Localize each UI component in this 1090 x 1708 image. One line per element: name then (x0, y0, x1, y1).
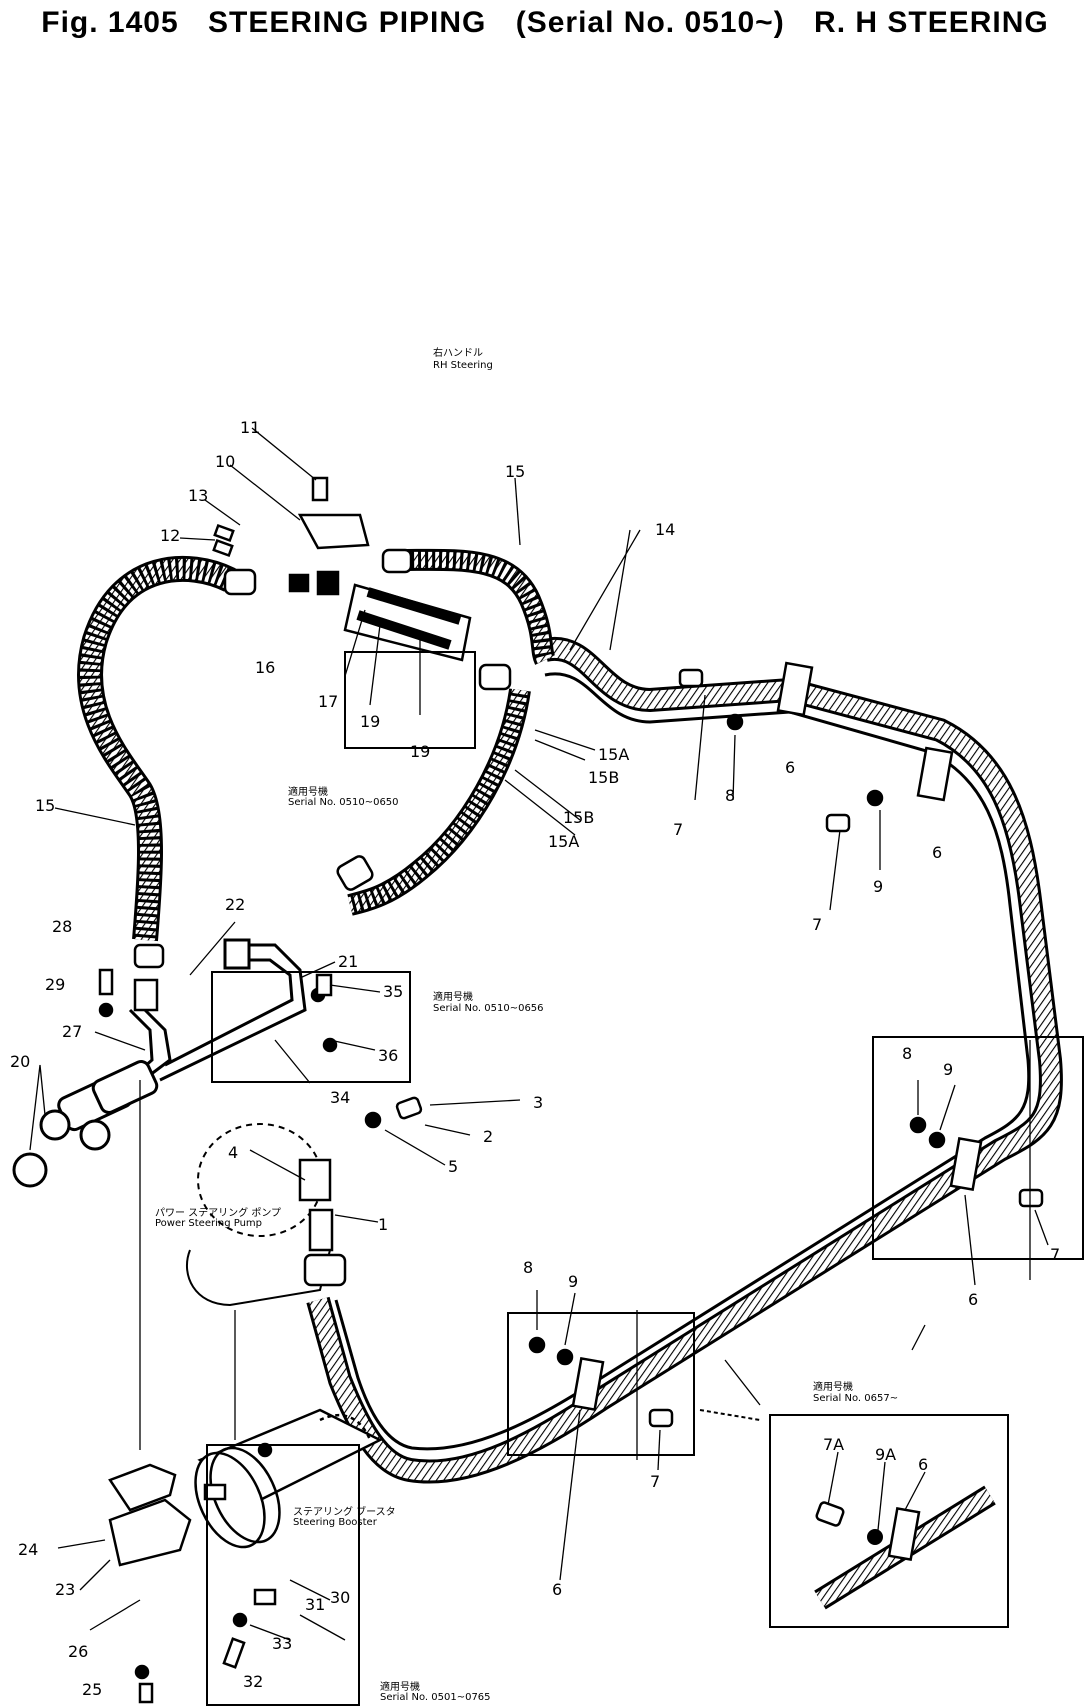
callout-26: 26 (68, 1642, 89, 1661)
callout-6a: 6 (785, 758, 796, 777)
callout-9c: 9 (568, 1272, 579, 1291)
callout-23: 23 (55, 1580, 76, 1599)
callout-12: 12 (160, 526, 181, 545)
callout-14: 14 (655, 520, 676, 539)
pump-note-jp: パワー ステアリング ポンプ (155, 1208, 282, 1219)
callout-22: 22 (225, 895, 246, 914)
figure-serial: (Serial No. 0510~) (515, 6, 785, 39)
fitting-20 (12, 1060, 159, 1188)
serial-b-note: Serial No. 0510~0656 (433, 1003, 544, 1014)
detail-box-0657 (699, 1409, 1009, 1628)
bolts-and-nuts (98, 668, 1044, 1704)
callout-7A: 7A (823, 1435, 845, 1454)
callout-7b: 7 (812, 915, 823, 934)
serial-a-note: Serial No. 0510~0650 (288, 797, 399, 808)
top-bracket-block (212, 476, 472, 662)
callout-27: 27 (62, 1022, 83, 1041)
callout-19b: 19 (410, 742, 431, 761)
callout-7c: 7 (1050, 1245, 1061, 1264)
callout-15a-1: 15A (598, 745, 630, 764)
callout-9A: 9A (875, 1445, 897, 1464)
callout-25: 25 (82, 1680, 103, 1699)
callout-15b-1: 15B (588, 768, 620, 787)
figure-title: Fig. 1405 STEERING PIPING (Serial No. 05… (0, 6, 1090, 40)
callout-21: 21 (338, 952, 359, 971)
callout-13: 13 (188, 486, 209, 505)
booster-note-jp: ステアリング ブースタ (293, 1507, 396, 1518)
pump-note: Power Steering Pump (155, 1218, 263, 1229)
callout-3: 3 (533, 1093, 544, 1112)
serial-d-note: Serial No. 0501~0765 (380, 1692, 491, 1703)
serial-b-note-jp: 適用号機 (433, 992, 473, 1003)
middle-hose-15a (347, 688, 531, 916)
serial-d-note-jp: 適用号機 (380, 1682, 420, 1693)
callout-29: 29 (45, 975, 66, 994)
leader-lines (29, 427, 1049, 1641)
callout-15-left: 15 (35, 796, 56, 815)
rh-steering-note-jp: 右ハンドル (433, 348, 483, 359)
callout-28: 28 (52, 917, 73, 936)
serial-boxes (206, 651, 1084, 1706)
callout-6e: 6 (918, 1455, 929, 1474)
callout-2: 2 (483, 1127, 494, 1146)
fittings (133, 548, 512, 1012)
main-pipe (306, 636, 1063, 1484)
serial-c-note-jp: 適用号機 (813, 1382, 853, 1393)
clamp-23-24 (108, 1463, 227, 1567)
callout-34: 34 (330, 1088, 351, 1107)
callout-15b-2: 15B (563, 808, 595, 827)
callout-20: 20 (10, 1052, 31, 1071)
callout-4: 4 (228, 1143, 239, 1162)
callout-8a: 8 (725, 786, 736, 805)
callout-1: 1 (378, 1215, 389, 1234)
callout-5a: 5 (448, 1157, 459, 1176)
callout-17: 17 (318, 692, 339, 711)
serial-a-note-jp: 適用号機 (288, 787, 328, 798)
callout-6d: 6 (552, 1580, 563, 1599)
callout-19a: 19 (360, 712, 381, 731)
figure-variant: R. H STEERING (814, 6, 1049, 39)
steering-booster (194, 1408, 383, 1549)
callout-35: 35 (383, 982, 404, 1001)
callout-15a-2: 15A (548, 832, 580, 851)
callout-10: 10 (215, 452, 236, 471)
top-hose-15 (399, 548, 556, 665)
callout-7a: 7 (673, 820, 684, 839)
left-hose-15 (77, 555, 236, 942)
figure-number: Fig. 1405 (41, 6, 179, 39)
callout-7d: 7 (650, 1472, 661, 1491)
callout-11: 11 (240, 418, 261, 437)
callout-8c: 8 (523, 1258, 534, 1277)
callout-31: 31 (305, 1595, 326, 1614)
callout-15-top: 15 (505, 462, 526, 481)
callout-33: 33 (272, 1634, 293, 1653)
callout-24: 24 (18, 1540, 39, 1559)
rh-steering-note: RH Steering (433, 360, 493, 371)
callout-32: 32 (243, 1672, 264, 1691)
pipe-clips (571, 661, 983, 1411)
callout-6b: 6 (932, 843, 943, 862)
serial-c-note: Serial No. 0657~ (813, 1393, 899, 1404)
callout-16: 16 (255, 658, 276, 677)
figure-name: STEERING PIPING (208, 6, 487, 39)
callout-8b: 8 (902, 1044, 913, 1063)
callout-30: 30 (330, 1588, 351, 1607)
steel-pipes-21-22 (128, 938, 307, 1082)
callout-6c: 6 (968, 1290, 979, 1309)
callout-9b: 9 (943, 1060, 954, 1079)
callout-9a: 9 (873, 877, 884, 896)
booster-note: Steering Booster (293, 1517, 377, 1528)
callout-36: 36 (378, 1046, 399, 1065)
